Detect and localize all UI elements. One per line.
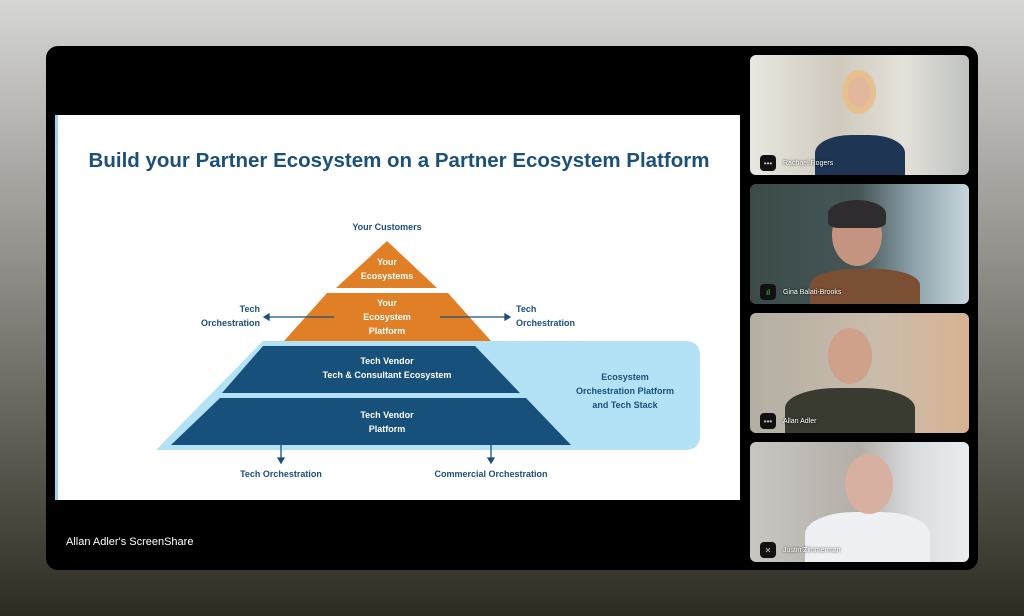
participant-tile[interactable]: ıl Gina Balati-Brooks bbox=[750, 184, 969, 304]
participant-tile[interactable]: ✕ Justin Zimmerman bbox=[750, 442, 969, 562]
left-side-label: Orchestration bbox=[201, 318, 260, 328]
bracket-text: Ecosystem bbox=[601, 372, 649, 382]
audio-icon: ıl bbox=[760, 284, 776, 300]
layer-tech-consultant-ecosystem bbox=[222, 346, 520, 393]
layer-text: Your bbox=[377, 257, 397, 267]
participant-name: Gina Balati-Brooks bbox=[783, 289, 842, 296]
layer-text: Your bbox=[377, 298, 397, 308]
bottom-right-label: Commercial Orchestration bbox=[434, 469, 547, 479]
layer-text: Tech & Consultant Ecosystem bbox=[323, 370, 452, 380]
bracket-text: and Tech Stack bbox=[592, 400, 658, 410]
participant-name: Allan Adler bbox=[783, 418, 817, 425]
shared-slide: Build your Partner Ecosystem on a Partne… bbox=[55, 115, 740, 500]
slide-title: Build your Partner Ecosystem on a Partne… bbox=[89, 149, 710, 172]
participant-tile[interactable]: ••• Rachael Rogers bbox=[750, 55, 969, 175]
layer-your-ecosystem-platform bbox=[284, 293, 491, 341]
layer-tech-vendor-platform bbox=[171, 398, 571, 445]
screenshare-label: Allan Adler's ScreenShare bbox=[66, 536, 194, 548]
left-side-label: Tech bbox=[240, 304, 260, 314]
right-side-label: Tech bbox=[516, 304, 536, 314]
participant-name: Justin Zimmerman bbox=[783, 547, 841, 554]
pyramid-diagram: Build your Partner Ecosystem on a Partne… bbox=[89, 149, 710, 479]
participant-tile[interactable]: ••• Allan Adler bbox=[750, 313, 969, 433]
layer-text: Tech Vendor bbox=[360, 356, 414, 366]
layer-text: Platform bbox=[369, 424, 406, 434]
more-icon[interactable]: ••• bbox=[760, 155, 776, 171]
layer-text: Ecosystems bbox=[361, 271, 414, 281]
more-icon[interactable]: ••• bbox=[760, 413, 776, 429]
layer-your-ecosystems bbox=[336, 241, 437, 288]
layer-text: Ecosystem bbox=[363, 312, 411, 322]
mic-muted-icon[interactable]: ✕ bbox=[760, 542, 776, 558]
participant-name: Rachael Rogers bbox=[783, 160, 834, 167]
layer-text: Platform bbox=[369, 326, 406, 336]
right-side-label: Orchestration bbox=[516, 318, 575, 328]
top-label: Your Customers bbox=[352, 222, 421, 232]
bracket-text: Orchestration Platform bbox=[576, 386, 674, 396]
bottom-left-label: Tech Orchestration bbox=[240, 469, 322, 479]
layer-text: Tech Vendor bbox=[360, 410, 414, 420]
